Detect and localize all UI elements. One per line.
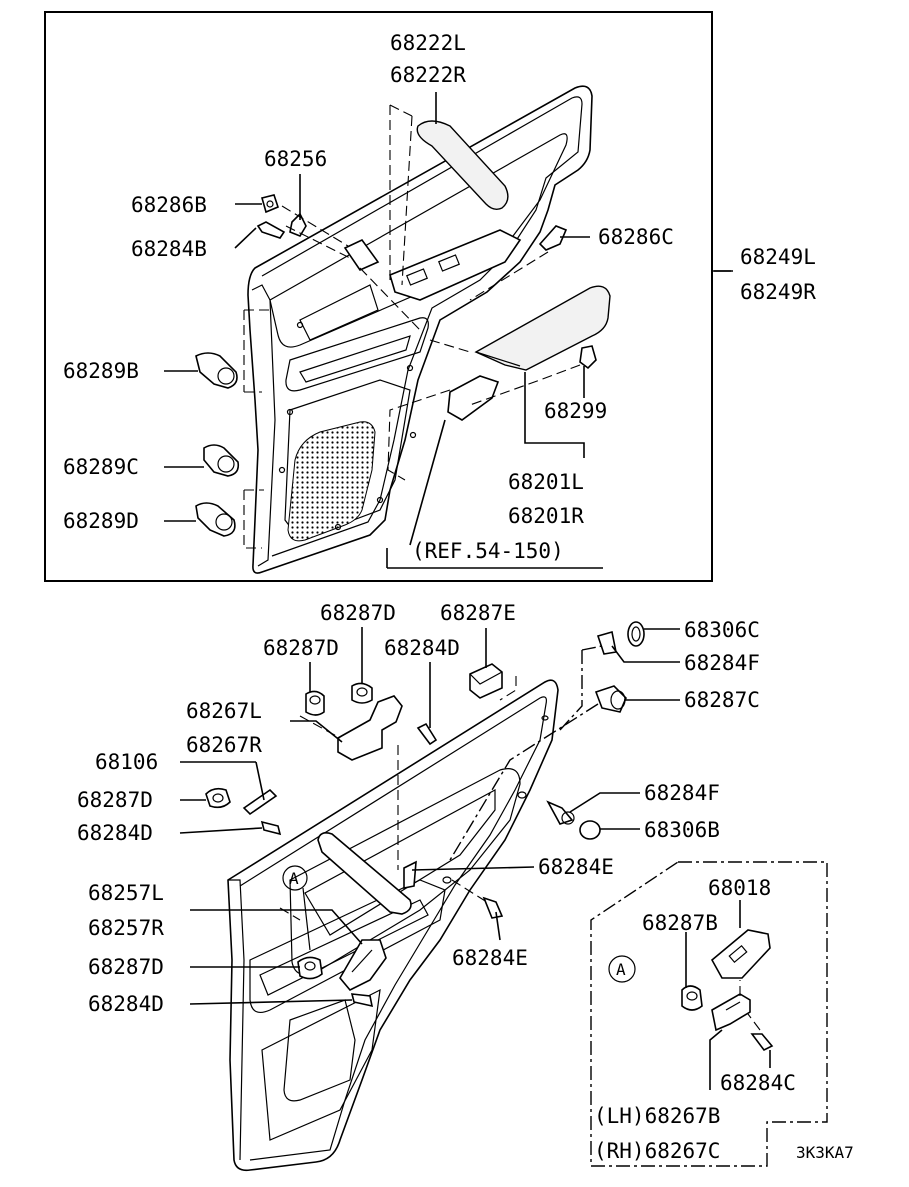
screw-68284F-b bbox=[546, 800, 575, 825]
label-68249L: 68249L bbox=[740, 245, 816, 269]
armrest bbox=[474, 285, 611, 371]
label-68284D-bottom: 68284D bbox=[88, 992, 164, 1016]
label-68287D-top: 68287D bbox=[320, 601, 396, 625]
label-68222L: 68222L bbox=[390, 31, 466, 55]
screw-68284C bbox=[750, 1033, 774, 1052]
screw-68284D-b bbox=[260, 820, 282, 836]
label-68201L: 68201L bbox=[508, 470, 584, 494]
callout-a-lower: A bbox=[282, 865, 311, 951]
armrest-bracket bbox=[447, 375, 500, 421]
bracket-68257 bbox=[339, 939, 387, 991]
label-68289D: 68289D bbox=[63, 509, 139, 533]
bracket-68267 bbox=[337, 695, 403, 761]
label-68284D-mid: 68284D bbox=[77, 821, 153, 845]
clip-68286C bbox=[538, 225, 568, 251]
label-68287B: 68287B bbox=[642, 911, 718, 935]
grip-handle bbox=[416, 120, 509, 211]
label-68257L: 68257L bbox=[88, 881, 164, 905]
detail-a-callout-label: A bbox=[616, 960, 626, 979]
detail-a: A 68018 68287B 68284C (LH)68267B (RH)6 bbox=[590, 861, 828, 1167]
label-68287D-mid: 68287D bbox=[77, 788, 153, 812]
detail-a-frame bbox=[590, 861, 828, 1167]
door-trim-panel-upper bbox=[247, 85, 593, 574]
label-rh-68267C: (RH)68267C bbox=[594, 1139, 720, 1163]
upper-view-frame bbox=[44, 11, 713, 582]
drawing-code: 3K3KA7 bbox=[796, 1143, 854, 1162]
label-68299: 68299 bbox=[544, 399, 607, 423]
label-68286B: 68286B bbox=[131, 193, 207, 217]
clip-68287D-b bbox=[351, 682, 373, 704]
screw-68284D-a bbox=[416, 722, 438, 746]
clip-68287D-a bbox=[305, 690, 325, 716]
screw-68284E-b bbox=[482, 896, 504, 919]
label-68256: 68256 bbox=[264, 147, 327, 171]
label-68287E: 68287E bbox=[440, 601, 516, 625]
label-68284E-lower: 68284E bbox=[452, 946, 528, 970]
label-68284F-top: 68284F bbox=[684, 651, 760, 675]
label-68289C: 68289C bbox=[63, 455, 139, 479]
label-68106: 68106 bbox=[95, 750, 158, 774]
label-68284F-right: 68284F bbox=[644, 781, 720, 805]
clip-68287D-c bbox=[205, 787, 231, 809]
callout-a-lower-label: A bbox=[289, 869, 299, 888]
label-68267L: 68267L bbox=[186, 699, 262, 723]
label-68284D-top: 68284D bbox=[384, 636, 460, 660]
screw-68284B bbox=[256, 221, 286, 239]
washer-68306C bbox=[627, 621, 645, 647]
lower-view: A 68287D 68287E 68287D bbox=[77, 601, 760, 1172]
label-68286C: 68286C bbox=[598, 225, 674, 249]
label-68201R: 68201R bbox=[508, 504, 584, 528]
label-68284E-upper: 68284E bbox=[538, 855, 614, 879]
upper-view: 68222L 68222R 68256 68286B 68284B 68286C… bbox=[44, 11, 816, 582]
screw-68284E-a bbox=[403, 860, 417, 889]
clip-68287C bbox=[594, 685, 627, 713]
speaker-grille bbox=[287, 421, 376, 542]
detail-a-callout-circle bbox=[608, 955, 636, 983]
switch-bezel-68018 bbox=[710, 929, 771, 979]
label-68284C: 68284C bbox=[720, 1071, 796, 1095]
screw-68284D-c bbox=[350, 993, 374, 1008]
clip-68289D bbox=[195, 502, 236, 537]
label-68306C: 68306C bbox=[684, 618, 760, 642]
label-ref-54-150: (REF.54-150) bbox=[412, 539, 564, 563]
label-68267R: 68267R bbox=[186, 733, 262, 757]
label-68289B: 68289B bbox=[63, 359, 139, 383]
label-68287C: 68287C bbox=[684, 688, 760, 712]
door-inner-panel bbox=[227, 679, 559, 1172]
clip-68287B bbox=[681, 985, 703, 1011]
label-68257R: 68257R bbox=[88, 916, 164, 940]
bracket-68267B-C bbox=[711, 993, 751, 1032]
label-68249R: 68249R bbox=[740, 280, 816, 304]
switch-panel bbox=[343, 229, 522, 301]
clip-68256 bbox=[289, 212, 307, 237]
label-68287D-bottom: 68287D bbox=[88, 955, 164, 979]
label-68287D-left: 68287D bbox=[263, 636, 339, 660]
washer-68306B bbox=[579, 820, 601, 840]
clip-68287E bbox=[469, 663, 503, 699]
clip-68289C bbox=[203, 444, 240, 477]
clip-68289B bbox=[195, 352, 238, 389]
label-68306B: 68306B bbox=[644, 818, 720, 842]
screw-68284F-a bbox=[596, 630, 617, 655]
fastener-68286B bbox=[261, 194, 279, 214]
clip-68299 bbox=[579, 345, 597, 370]
label-68284B: 68284B bbox=[131, 237, 207, 261]
label-lh-68267B: (LH)68267B bbox=[594, 1104, 720, 1128]
label-68222R: 68222R bbox=[390, 63, 466, 87]
rod-68106 bbox=[242, 788, 278, 816]
label-68018: 68018 bbox=[708, 876, 771, 900]
clip-68287D-d bbox=[297, 956, 323, 980]
